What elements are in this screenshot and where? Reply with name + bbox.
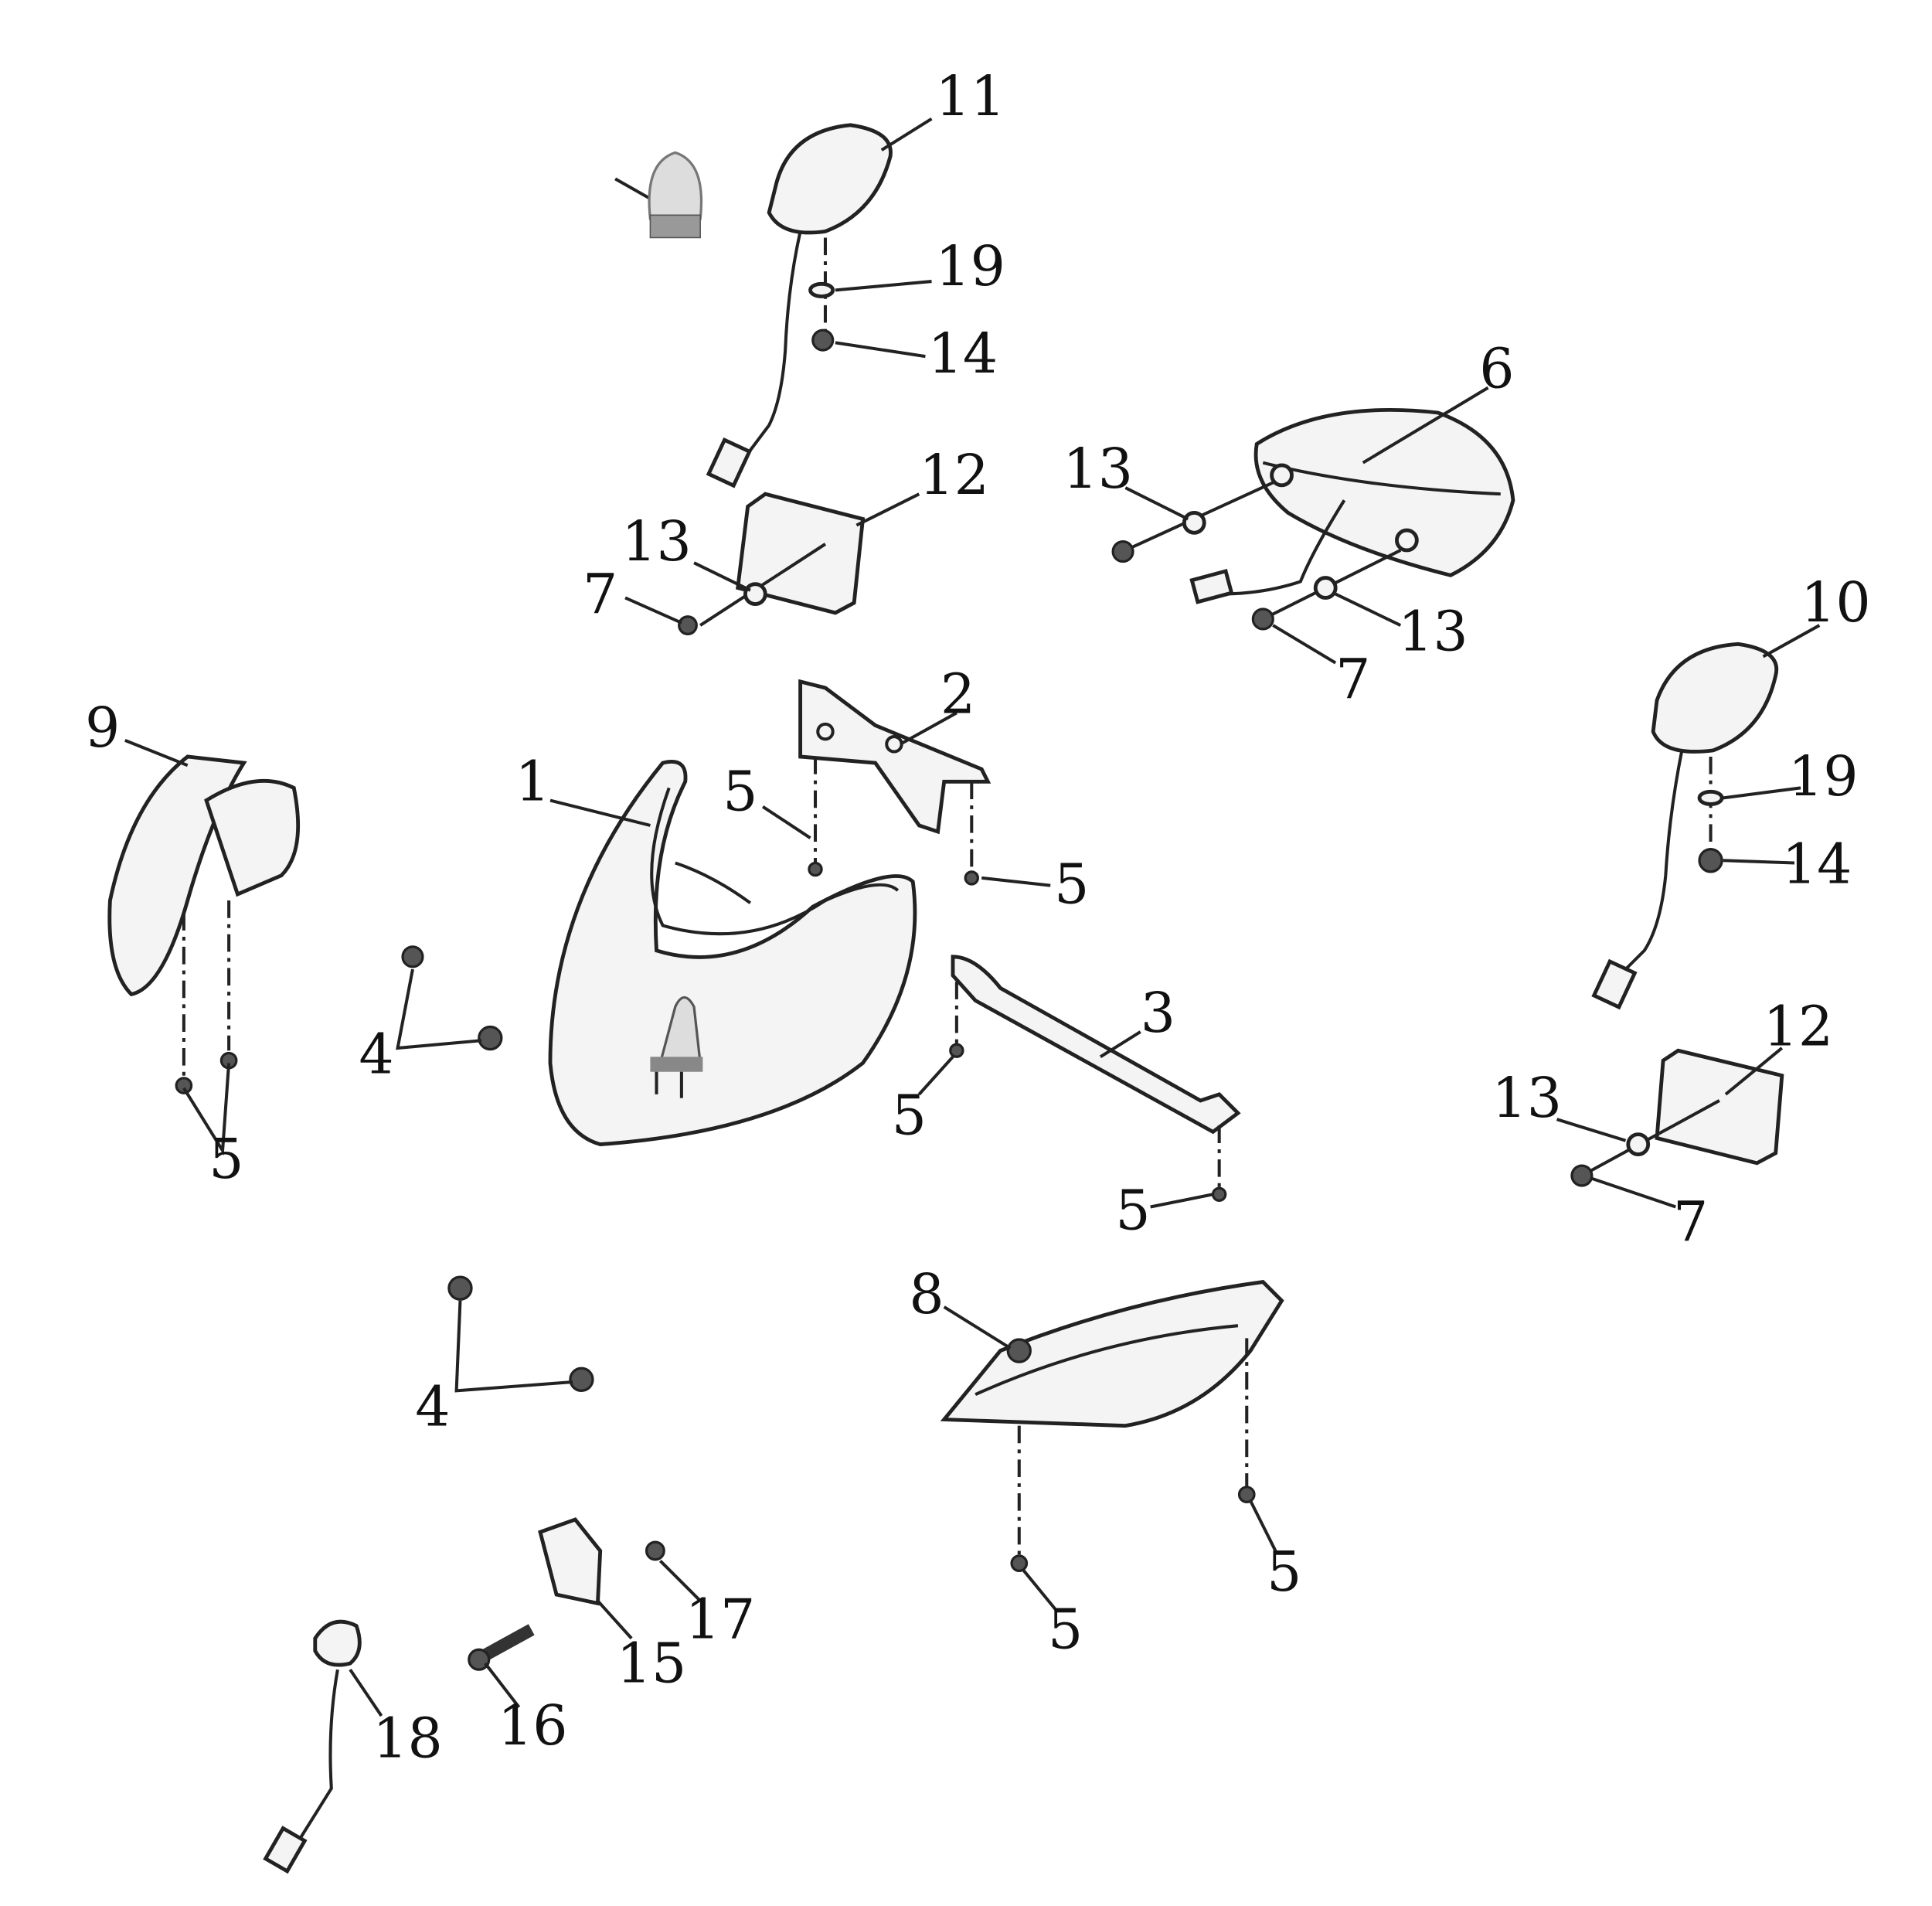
part-12-reflector-right[interactable]	[1570, 1048, 1784, 1187]
callout-16: 16	[498, 1693, 568, 1758]
part-3-bracket[interactable]	[949, 955, 1241, 1203]
part-17-nut[interactable]	[645, 1540, 665, 1561]
part-8-side-light[interactable]	[940, 1279, 1284, 1572]
callout-labels: 11 19 14 12 13 7 6 13 13 7 10 19 14 12 1…	[85, 64, 1871, 1771]
bulb-icon	[614, 151, 703, 239]
callout-7: 7	[583, 562, 617, 626]
part-2-bracket[interactable]	[798, 679, 992, 886]
callout-13: 13	[621, 509, 692, 574]
part-18-socket[interactable]	[263, 1619, 362, 1874]
part-6-tail-light[interactable]	[1111, 408, 1515, 631]
callout-2: 2	[940, 662, 975, 726]
callout-6: 6	[1479, 337, 1514, 401]
part-4-clips-upper[interactable]	[396, 945, 503, 1051]
callout-14: 14	[928, 322, 998, 386]
callout-14: 14	[1782, 832, 1852, 896]
part-14-nut[interactable]	[811, 328, 835, 352]
part-16-bolt[interactable]	[468, 1624, 535, 1671]
callout-3: 3	[1141, 981, 1175, 1045]
callout-10: 10	[1801, 570, 1871, 635]
part-12-reflector[interactable]	[678, 492, 866, 635]
callout-1: 1	[515, 750, 550, 814]
callout-18: 18	[372, 1706, 443, 1770]
callout-4: 4	[415, 1375, 450, 1439]
callout-5: 5	[892, 1084, 927, 1148]
callout-4: 4	[359, 1022, 393, 1086]
callout-5: 5	[1115, 1179, 1150, 1243]
part-9-front-turn-signal[interactable]	[107, 754, 301, 1094]
part-10-turn-signal[interactable]	[1591, 642, 1779, 1010]
callout-8: 8	[909, 1262, 944, 1326]
callout-5: 5	[1267, 1540, 1301, 1604]
callout-13: 13	[1492, 1066, 1562, 1130]
part-4-clips-lower[interactable]	[447, 1275, 594, 1393]
part-1-headlight[interactable]	[548, 760, 917, 1147]
callout-7: 7	[1335, 647, 1370, 711]
callout-11: 11	[935, 64, 1005, 128]
callout-15: 15	[617, 1631, 687, 1695]
part-15-plate[interactable]	[538, 1517, 603, 1606]
callout-13: 13	[1398, 599, 1468, 663]
callout-5: 5	[1054, 852, 1089, 916]
part-11-turn-signal[interactable]	[706, 123, 893, 488]
callout-5: 5	[209, 1127, 243, 1191]
leader-lines	[124, 117, 1821, 1717]
callout-5: 5	[1048, 1598, 1083, 1662]
callout-5: 5	[723, 760, 757, 824]
callout-19: 19	[1788, 744, 1859, 808]
callout-12: 12	[919, 443, 989, 507]
callout-9: 9	[85, 696, 120, 760]
callout-19: 19	[935, 234, 1005, 298]
part-19-washer[interactable]	[808, 281, 835, 298]
headlight-bulb-icon	[650, 996, 703, 1098]
callout-13: 13	[1063, 437, 1133, 501]
callout-17: 17	[685, 1588, 756, 1652]
callout-12: 12	[1764, 995, 1834, 1059]
callout-7: 7	[1673, 1190, 1708, 1254]
